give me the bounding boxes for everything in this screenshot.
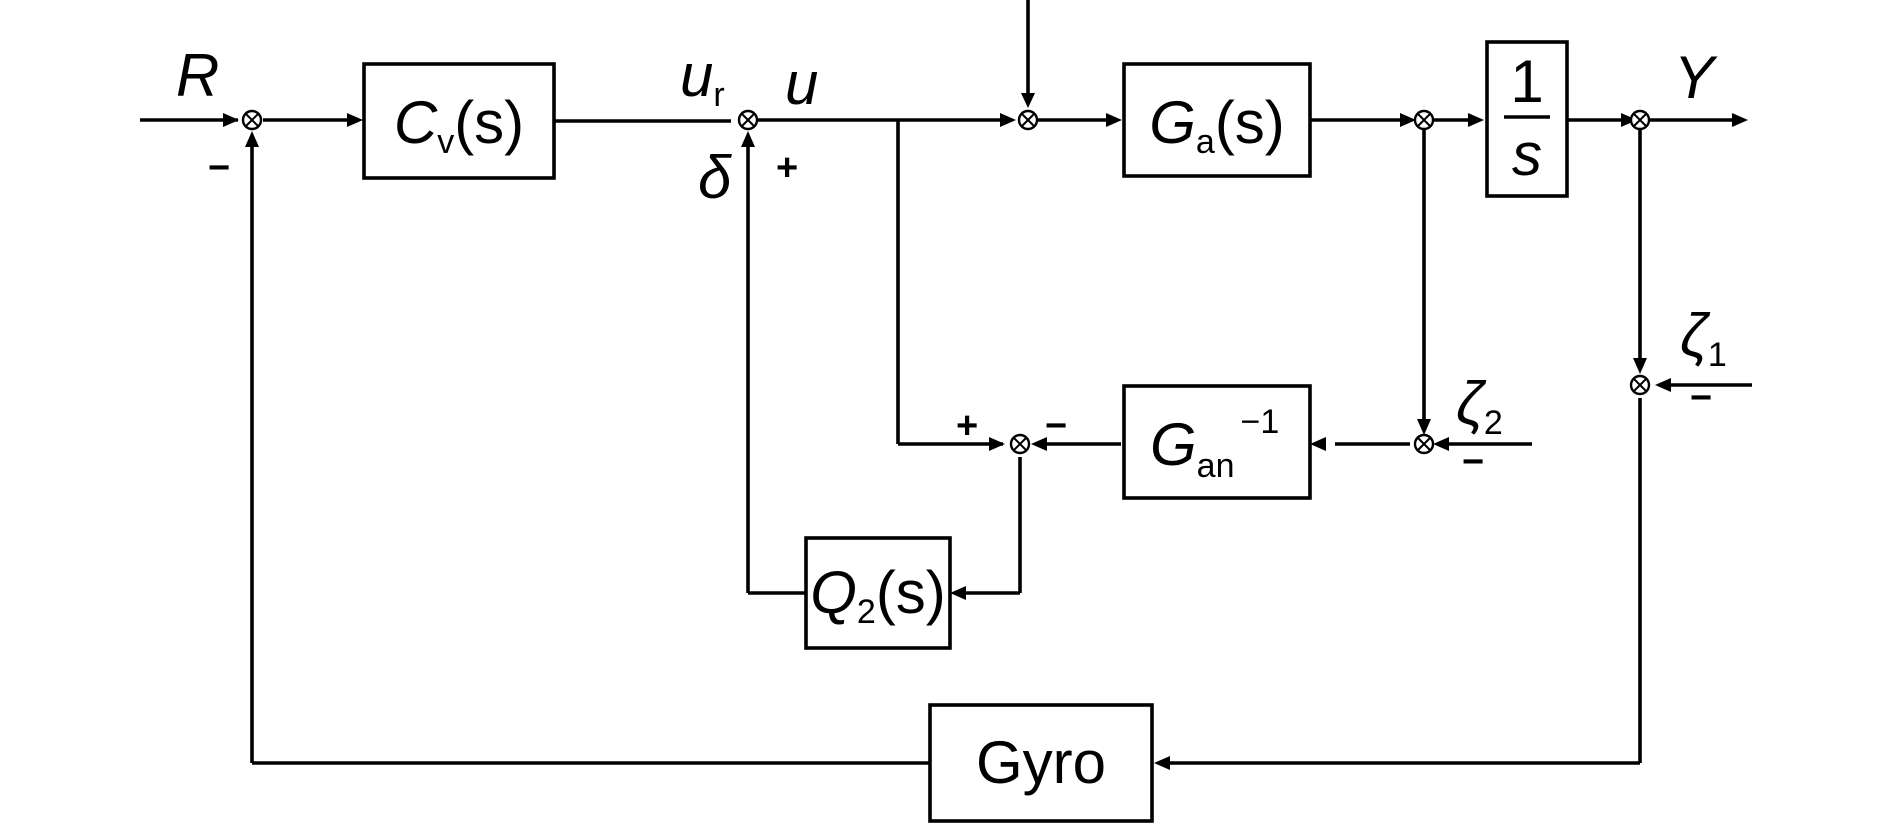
controller-main: C	[394, 89, 438, 156]
summing-junction-reference	[241, 109, 263, 131]
summing-junction-output	[1629, 109, 1651, 131]
noise2-sub: 2	[1484, 404, 1503, 442]
summing-junction-noise2	[1413, 433, 1435, 455]
inverse-model-block: Gan−1	[1122, 384, 1312, 500]
sign-delta-add: +	[776, 147, 798, 189]
inverse-model-sub: an	[1197, 447, 1235, 485]
output-label: Y	[1674, 44, 1718, 111]
gyro-label: Gyro	[976, 729, 1106, 796]
inverse-model-sup: −1	[1241, 403, 1280, 441]
filter-block: Q2(s)	[804, 536, 952, 650]
control-label: u	[785, 50, 818, 117]
noise1-sub: 1	[1708, 336, 1727, 374]
gyro-block: Gyro	[928, 703, 1154, 823]
noise2-main: ζ	[1456, 370, 1487, 437]
signal-wires	[140, 0, 1752, 765]
sign-estimator-model: −	[1045, 405, 1067, 447]
svg-text:Q2(s): Q2(s)	[810, 559, 946, 631]
controller-sub: v	[437, 123, 454, 161]
filter-sub: 2	[857, 593, 876, 631]
summing-junction-control	[737, 109, 759, 131]
svg-text:ζ1: ζ1	[1680, 302, 1727, 374]
actuator-sub: a	[1196, 123, 1215, 161]
reference-label: R	[176, 42, 219, 109]
svg-text:ur: ur	[680, 42, 725, 114]
svg-text:Cv(s): Cv(s)	[394, 89, 524, 161]
actuator-main: G	[1149, 89, 1196, 156]
summing-junction-estimator	[1009, 433, 1031, 455]
filter-main: Q	[810, 559, 857, 626]
integrator-numerator: 1	[1510, 48, 1543, 115]
noise1-main: ζ	[1680, 302, 1711, 369]
summing-junction-disturbance	[1017, 109, 1039, 131]
actuator-block: Ga(s)	[1122, 62, 1312, 178]
svg-text:Gan−1: Gan−1	[1150, 403, 1279, 485]
delta-label: δ	[698, 144, 732, 211]
actuator-arg: (s)	[1215, 89, 1285, 156]
integrator-denominator: s	[1512, 121, 1542, 188]
sign-noise1: −	[1690, 377, 1712, 419]
sign-noise2: −	[1462, 441, 1484, 483]
filter-arg: (s)	[876, 559, 946, 626]
control-ref-main: u	[680, 42, 713, 109]
sign-estimator-u: +	[956, 405, 978, 447]
svg-text:ζ2: ζ2	[1456, 370, 1503, 442]
controller-block: Cv(s)	[362, 62, 556, 180]
control-ref-sub: r	[713, 76, 724, 114]
sign-reference-feedback: −	[208, 147, 230, 189]
inverse-model-main: G	[1150, 411, 1197, 478]
controller-arg: (s)	[454, 89, 524, 156]
summing-junction-noise1	[1629, 374, 1651, 396]
svg-text:Ga(s): Ga(s)	[1149, 89, 1285, 161]
arrowheads	[223, 93, 1748, 770]
summing-junction-actuator-output	[1413, 109, 1435, 131]
integrator-block: 1 s	[1485, 40, 1569, 198]
